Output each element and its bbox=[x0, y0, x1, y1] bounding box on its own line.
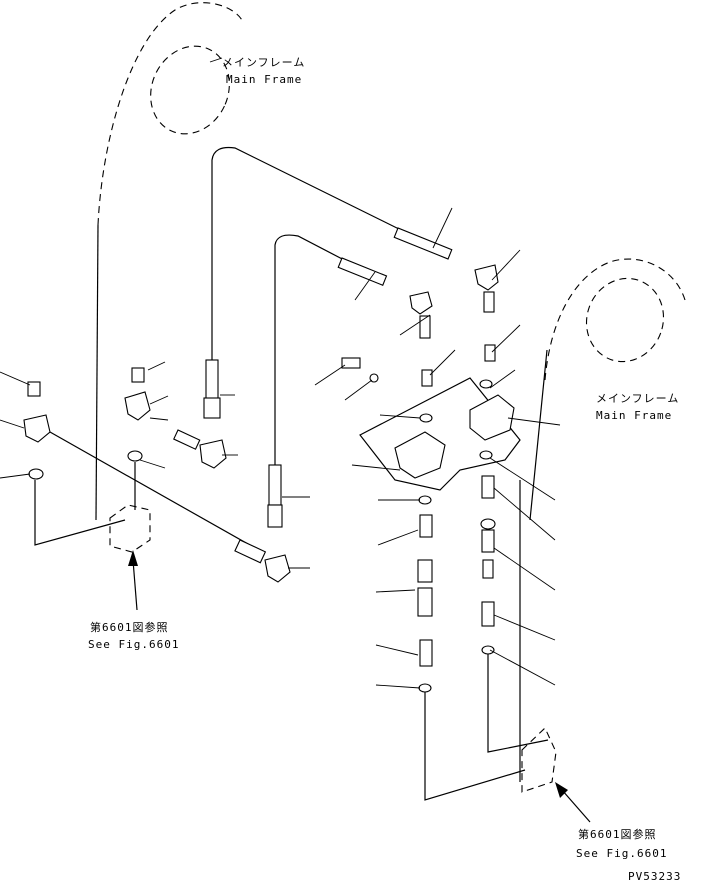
main-frame-right-label-en: Main Frame bbox=[596, 409, 672, 422]
callout-lines bbox=[0, 57, 561, 689]
drawing-number: PV53233 bbox=[628, 870, 681, 883]
reference-right-label-jp: 第6601図参照 bbox=[578, 827, 657, 841]
main-frame-left bbox=[95, 2, 244, 521]
pipe-lines bbox=[34, 146, 549, 801]
fittings bbox=[23, 227, 557, 793]
main-frame-right bbox=[529, 258, 686, 521]
main-frame-left-label-jp: メインフレーム bbox=[222, 56, 305, 69]
valve-bracket bbox=[359, 377, 521, 491]
main-frame-left-label-en: Main Frame bbox=[226, 73, 302, 86]
reference-left-label-jp: 第6601図参照 bbox=[90, 620, 169, 634]
reference-arrows bbox=[128, 550, 591, 823]
main-frame-right-label-jp: メインフレーム bbox=[596, 392, 679, 405]
reference-left-label-en: See Fig.6601 bbox=[88, 638, 179, 651]
reference-right-label-en: See Fig.6601 bbox=[576, 847, 667, 860]
